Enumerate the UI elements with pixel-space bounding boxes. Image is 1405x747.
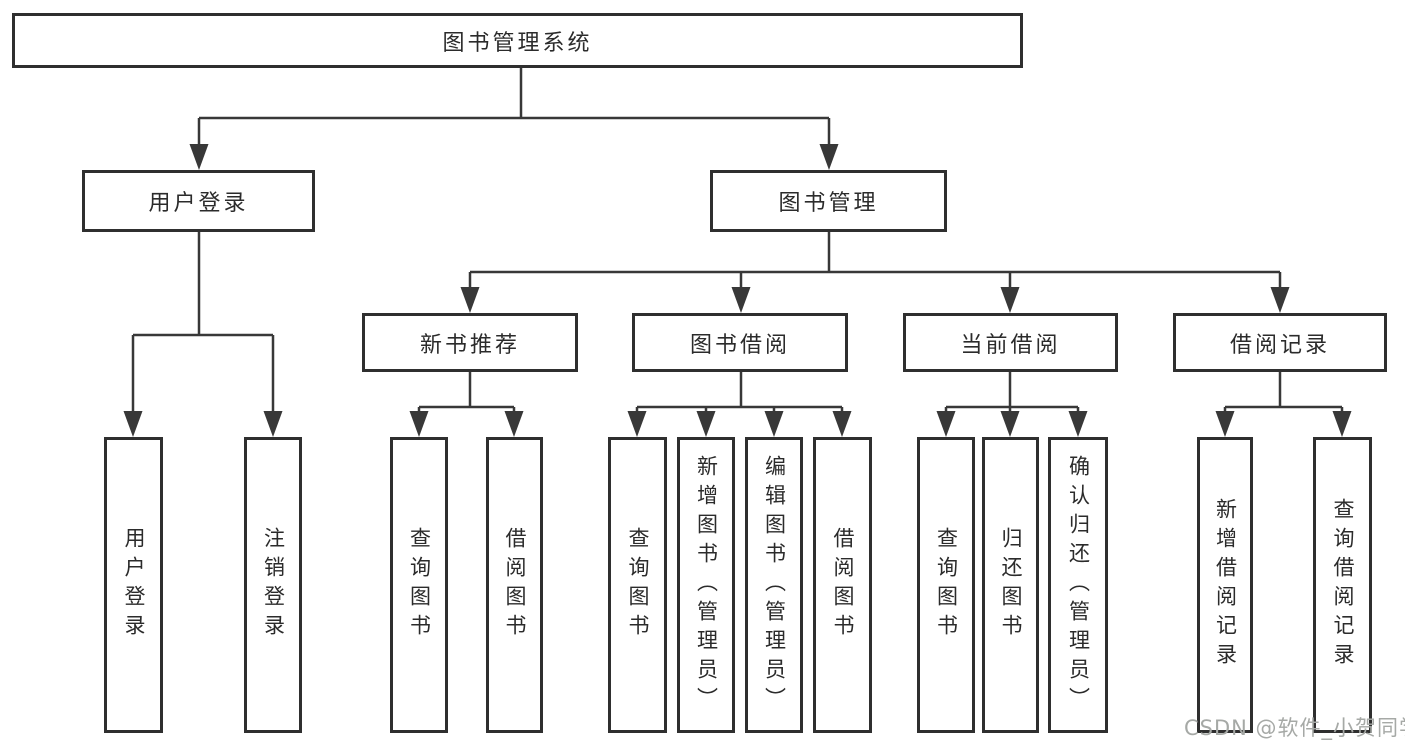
leaf-label: 注销登录: [261, 527, 286, 643]
arrow-down-icon: [123, 411, 143, 437]
leaf-label: 归还图书: [999, 527, 1023, 643]
arrow-down-icon: [627, 411, 647, 437]
node-library-management-system: 图书管理系统: [12, 13, 1023, 68]
leaf-add-borrow-record: 新增借阅记录: [1197, 437, 1253, 733]
arrow-down-icon: [1068, 411, 1088, 437]
node-borrowing-records: 借阅记录: [1173, 313, 1387, 372]
leaf-label: 用户登录: [122, 527, 146, 643]
arrow-down-icon: [819, 144, 839, 170]
leaf-borrow-books-borrowing: 借阅图书: [813, 437, 872, 733]
arrow-down-icon: [832, 411, 852, 437]
leaf-add-book-admin: 新增图书（管理员）: [677, 437, 735, 733]
watermark: CSDN @软件_小贺同学: [1184, 716, 1405, 740]
leaf-query-books-current: 查询图书: [917, 437, 975, 733]
node-current-borrowing: 当前借阅: [903, 313, 1118, 372]
arrow-down-icon: [1215, 411, 1235, 437]
arrow-down-icon: [731, 287, 751, 313]
arrow-down-icon: [263, 411, 283, 437]
arrow-down-icon: [460, 287, 480, 313]
arrow-down-icon: [1270, 287, 1290, 313]
node-book-borrowing: 图书借阅: [632, 313, 848, 372]
leaf-query-books-borrowing: 查询图书: [608, 437, 667, 733]
arrowhead-icons: [123, 144, 1352, 437]
leaf-user-login: 用户登录: [104, 437, 163, 733]
leaf-label: 新增借阅记录: [1213, 498, 1238, 672]
leaf-label: 查询借阅记录: [1331, 498, 1355, 672]
node-new-book-recommendation: 新书推荐: [362, 313, 578, 372]
leaf-label: 新增图书（管理员）: [694, 454, 719, 716]
leaf-label: 借阅图书: [831, 527, 855, 643]
leaf-label: 确认归还（管理员）: [1066, 454, 1091, 716]
arrow-down-icon: [936, 411, 956, 437]
leaf-label: 编辑图书（管理员）: [762, 454, 787, 716]
leaf-logout-login: 注销登录: [244, 437, 302, 733]
arrow-down-icon: [189, 144, 209, 170]
leaf-label: 查询图书: [407, 527, 432, 643]
arrow-down-icon: [1000, 287, 1020, 313]
arrow-down-icon: [504, 411, 524, 437]
leaf-confirm-return-admin: 确认归还（管理员）: [1048, 437, 1108, 733]
node-user-login: 用户登录: [82, 170, 315, 232]
leaf-label: 查询图书: [934, 527, 959, 643]
arrow-down-icon: [1332, 411, 1352, 437]
arrow-down-icon: [1000, 411, 1020, 437]
node-book-management: 图书管理: [710, 170, 947, 232]
arrow-down-icon: [409, 411, 429, 437]
leaf-label: 查询图书: [626, 527, 650, 643]
leaf-edit-book-admin: 编辑图书（管理员）: [745, 437, 803, 733]
arrow-down-icon: [696, 411, 716, 437]
leaf-query-borrow-record: 查询借阅记录: [1313, 437, 1372, 733]
leaf-borrow-books-recommend: 借阅图书: [486, 437, 543, 733]
leaf-query-books-recommend: 查询图书: [390, 437, 448, 733]
leaf-label: 借阅图书: [503, 527, 527, 643]
leaf-return-books: 归还图书: [982, 437, 1039, 733]
arrow-down-icon: [764, 411, 784, 437]
